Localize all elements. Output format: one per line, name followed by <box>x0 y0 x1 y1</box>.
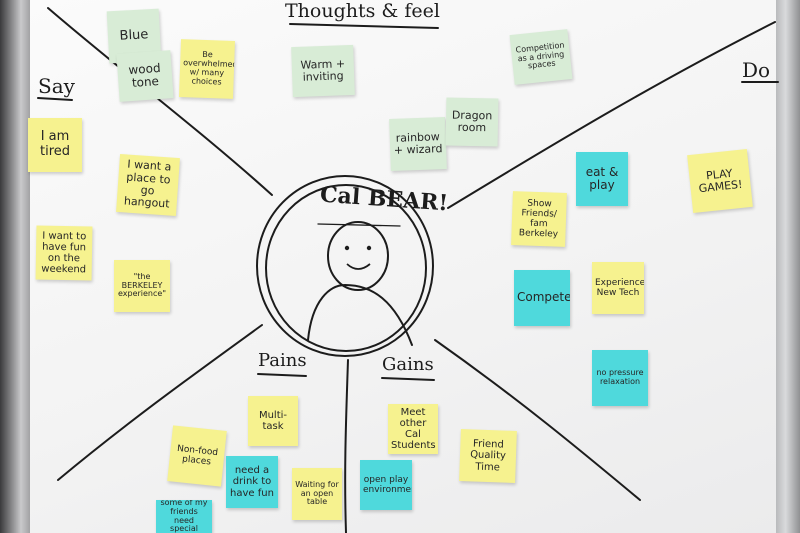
sticky-note-warm-inviting: Warm + inviting <box>291 44 355 98</box>
sticky-note-berkeley-experience: "the BERKELEY experience" <box>114 260 170 312</box>
header-say: Say <box>38 74 75 98</box>
header-thoughts-feel: Thoughts & feel <box>285 0 440 22</box>
underline-gains <box>381 377 435 381</box>
sticky-note-no-pressure: no pressure relaxation <box>592 350 648 406</box>
sticky-note-show-friends: Show Friends/ fam Berkeley <box>511 191 567 247</box>
diagonal-line-bottom-left <box>57 324 263 481</box>
sticky-note-play-games: PLAY GAMES! <box>687 149 753 213</box>
sticky-note-wood-tone: wood tone <box>116 50 174 102</box>
sticky-note-experience-new-tech: Experience New Tech <box>592 262 644 314</box>
persona-head <box>327 221 389 291</box>
underline-pains <box>257 373 307 377</box>
sticky-note-non-food-places: Non-food places <box>167 425 227 487</box>
sticky-note-open-play: open play environment <box>360 460 412 510</box>
sticky-note-fun-weekend: I want to have fun on the weekend <box>35 225 93 281</box>
persona-body <box>307 283 413 346</box>
sticky-note-place-to-hangout: I want a place to go hangout <box>116 153 180 217</box>
sticky-note-compete: Compete <box>514 270 570 326</box>
sticky-note-friend-quality-time: Friend Quality Time <box>459 429 517 483</box>
underline-say <box>37 97 73 101</box>
diagonal-line-top-right <box>447 21 776 209</box>
header-do: Do <box>742 58 771 82</box>
vertical-line-bottom <box>344 359 349 533</box>
sticky-note-i-am-tired: I am tired <box>28 118 82 172</box>
sticky-note-competition: Competition as a driving spaces <box>509 29 573 85</box>
header-gains: Gains <box>382 354 434 375</box>
sticky-note-multi-task: Multi-task <box>248 396 298 446</box>
whiteboard-frame-left <box>0 0 30 533</box>
sticky-note-need-drink: need a drink to have fun <box>226 456 278 508</box>
diagonal-line-bottom-right <box>434 339 641 501</box>
underline-calbear <box>317 223 401 227</box>
persona-inner-circle <box>265 184 427 352</box>
sticky-note-rainbow-wizard: rainbow + wizard <box>389 117 447 171</box>
underline-thoughts <box>289 23 439 29</box>
sticky-note-friends-need-special: some of my friends need special <box>156 500 212 533</box>
header-pains: Pains <box>258 350 307 371</box>
whiteboard-frame-right <box>776 0 800 533</box>
sticky-note-eat-play: eat & play <box>576 152 628 206</box>
persona-outer-circle <box>256 175 434 357</box>
persona-face-icon <box>344 245 372 251</box>
diagonal-line-top-left <box>47 7 273 196</box>
sticky-note-overwhelmed: Be overwhelmed w/ many choices <box>179 39 235 99</box>
sticky-note-meet-cal-students: Meet other Cal Students <box>388 404 438 454</box>
sticky-note-dragon-room: Dragon room <box>445 97 499 147</box>
sticky-note-waiting-table: Waiting for an open table <box>292 468 342 520</box>
